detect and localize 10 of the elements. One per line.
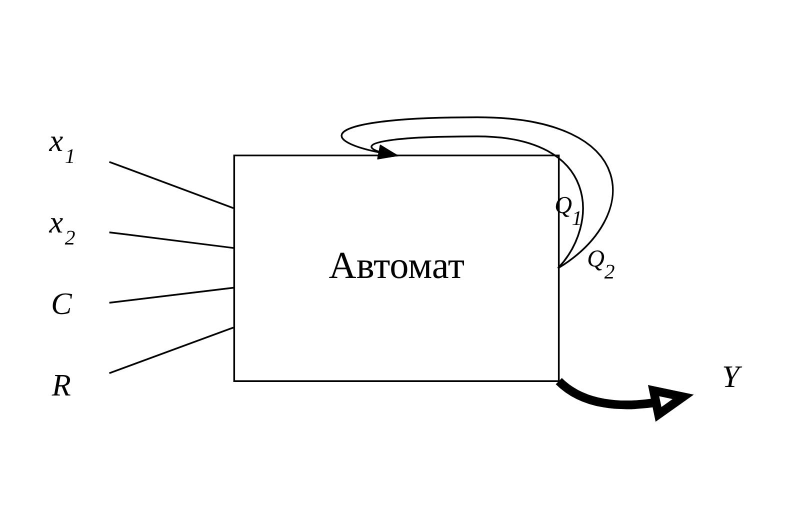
connector bbox=[109, 286, 234, 304]
node-text: R bbox=[52, 367, 71, 402]
connector bbox=[109, 230, 234, 248]
node-text: C bbox=[51, 286, 72, 321]
node-text: x$_{1}$ bbox=[49, 122, 76, 168]
connector bbox=[109, 326, 234, 374]
edge-label: Q$_{2}$ bbox=[587, 245, 615, 284]
node-text: x$_{2}$ bbox=[49, 204, 76, 250]
arrow bbox=[556, 377, 694, 422]
connector bbox=[109, 160, 234, 208]
